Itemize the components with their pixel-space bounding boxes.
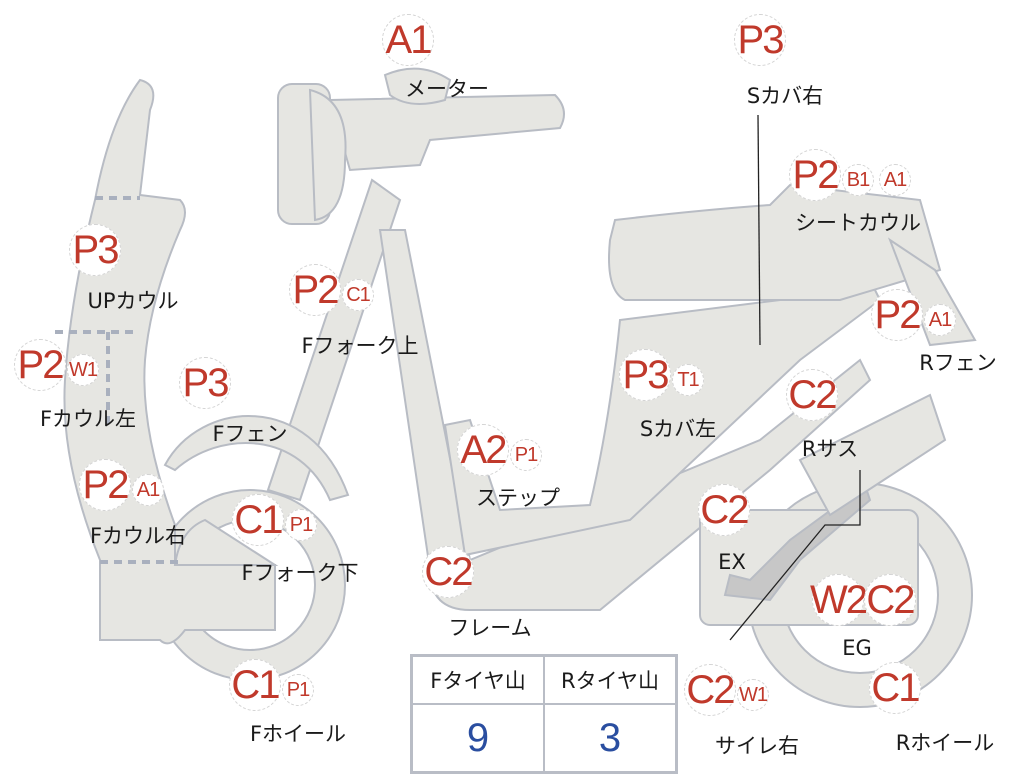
part-label: サイレ右 — [715, 734, 799, 758]
front-tyre-header: Fタイヤ山 — [410, 654, 545, 705]
part-label: Fフェン — [212, 422, 288, 446]
tyre-tread-table: Fタイヤ山 Rタイヤ山 9 3 — [410, 654, 678, 774]
condition-code-badge: A2 — [457, 424, 509, 476]
condition-code-badge: P2 — [871, 289, 923, 341]
part-label: Fフォーク上 — [301, 334, 419, 358]
condition-code-badge: P2 — [14, 339, 66, 391]
condition-code-badge: T1 — [672, 364, 704, 396]
handlebar-shape — [328, 93, 565, 172]
front-tyre-value: 9 — [410, 703, 545, 774]
rear-shock-shape — [798, 393, 947, 517]
part-label: Fホイール — [249, 722, 347, 746]
condition-code-badge: W1 — [737, 679, 769, 711]
part-label: Sカバ右 — [746, 84, 824, 108]
part-label: UPカウル — [87, 289, 179, 313]
condition-code-badge: C2 — [422, 546, 474, 598]
condition-code-badge: P3 — [619, 349, 671, 401]
part-label: メーター — [405, 77, 489, 101]
part-label: フレーム — [448, 616, 532, 640]
fork-shape — [266, 178, 402, 502]
condition-code-badge: W1 — [67, 354, 99, 386]
condition-code-badge: P2 — [789, 149, 841, 201]
part-label: Rホイール — [895, 731, 995, 755]
condition-code-badge: P3 — [69, 224, 121, 276]
condition-code-badge: C2 — [698, 484, 750, 536]
condition-code-badge: C2 — [786, 369, 838, 421]
condition-code-badge: C1 — [342, 279, 374, 311]
condition-code-badge: C2 — [684, 664, 736, 716]
part-label: シートカウル — [795, 211, 921, 235]
condition-code-badge: P3 — [179, 357, 231, 409]
condition-code-badge: P1 — [285, 509, 317, 541]
condition-code-badge: C1 — [869, 662, 921, 714]
part-label: Fフォーク下 — [241, 561, 359, 585]
condition-code-badge: W2 — [810, 574, 868, 626]
condition-code-badge: C1 — [232, 494, 284, 546]
part-label: Rサス — [801, 437, 859, 461]
part-label: EX — [718, 550, 746, 574]
part-label: ステップ — [476, 486, 560, 510]
condition-code-badge: P2 — [289, 264, 341, 316]
condition-code-badge: P1 — [282, 674, 314, 706]
rear-tyre-value: 3 — [543, 703, 678, 774]
condition-code-badge: P3 — [734, 14, 786, 66]
condition-code-badge: B1 — [842, 164, 874, 196]
condition-code-badge: A1 — [132, 474, 164, 506]
condition-code-badge: A1 — [382, 14, 434, 66]
part-label: Fカウル右 — [89, 524, 187, 548]
condition-code-badge: C1 — [229, 659, 281, 711]
condition-code-badge: C2 — [864, 574, 916, 626]
rear-tyre-header: Rタイヤ山 — [543, 654, 678, 705]
condition-code-badge: A1 — [924, 304, 956, 336]
part-label: EG — [842, 636, 872, 660]
front-fender-shape — [163, 415, 350, 502]
part-label: Sカバ左 — [639, 417, 717, 441]
condition-code-badge: A1 — [879, 164, 911, 196]
part-label: Rフェン — [919, 351, 997, 375]
condition-code-badge: P2 — [79, 459, 131, 511]
part-label: Fカウル左 — [39, 407, 137, 431]
condition-code-badge: P1 — [510, 439, 542, 471]
